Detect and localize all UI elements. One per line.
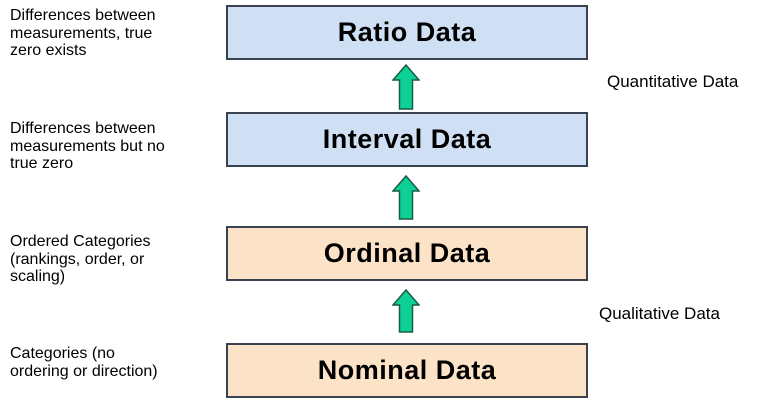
description-ordinal: Ordered Categories (rankings, order, or …: [10, 233, 151, 285]
up-arrow-icon: [392, 289, 420, 333]
group-label-quantitative: Quantitative Data: [607, 72, 739, 91]
level-box-nominal-label: Nominal Data: [317, 355, 497, 385]
level-box-nominal: Nominal Data: [226, 343, 588, 398]
level-box-interval-label: Interval Data: [322, 124, 492, 154]
level-box-ordinal: Ordinal Data: [226, 226, 588, 281]
up-arrow-icon: [392, 64, 420, 110]
description-ratio: Differences between measurements, true z…: [10, 7, 156, 59]
group-label-qualitative: Qualitative Data: [599, 304, 720, 323]
up-arrow-icon: [392, 175, 420, 220]
level-box-ratio-label: Ratio Data: [337, 17, 477, 47]
description-interval: Differences between measurements but no …: [10, 120, 165, 172]
description-nominal: Categories (no ordering or direction): [10, 345, 158, 380]
level-box-ratio: Ratio Data: [226, 5, 588, 60]
level-box-ordinal-label: Ordinal Data: [323, 238, 491, 268]
level-box-interval: Interval Data: [226, 112, 588, 167]
